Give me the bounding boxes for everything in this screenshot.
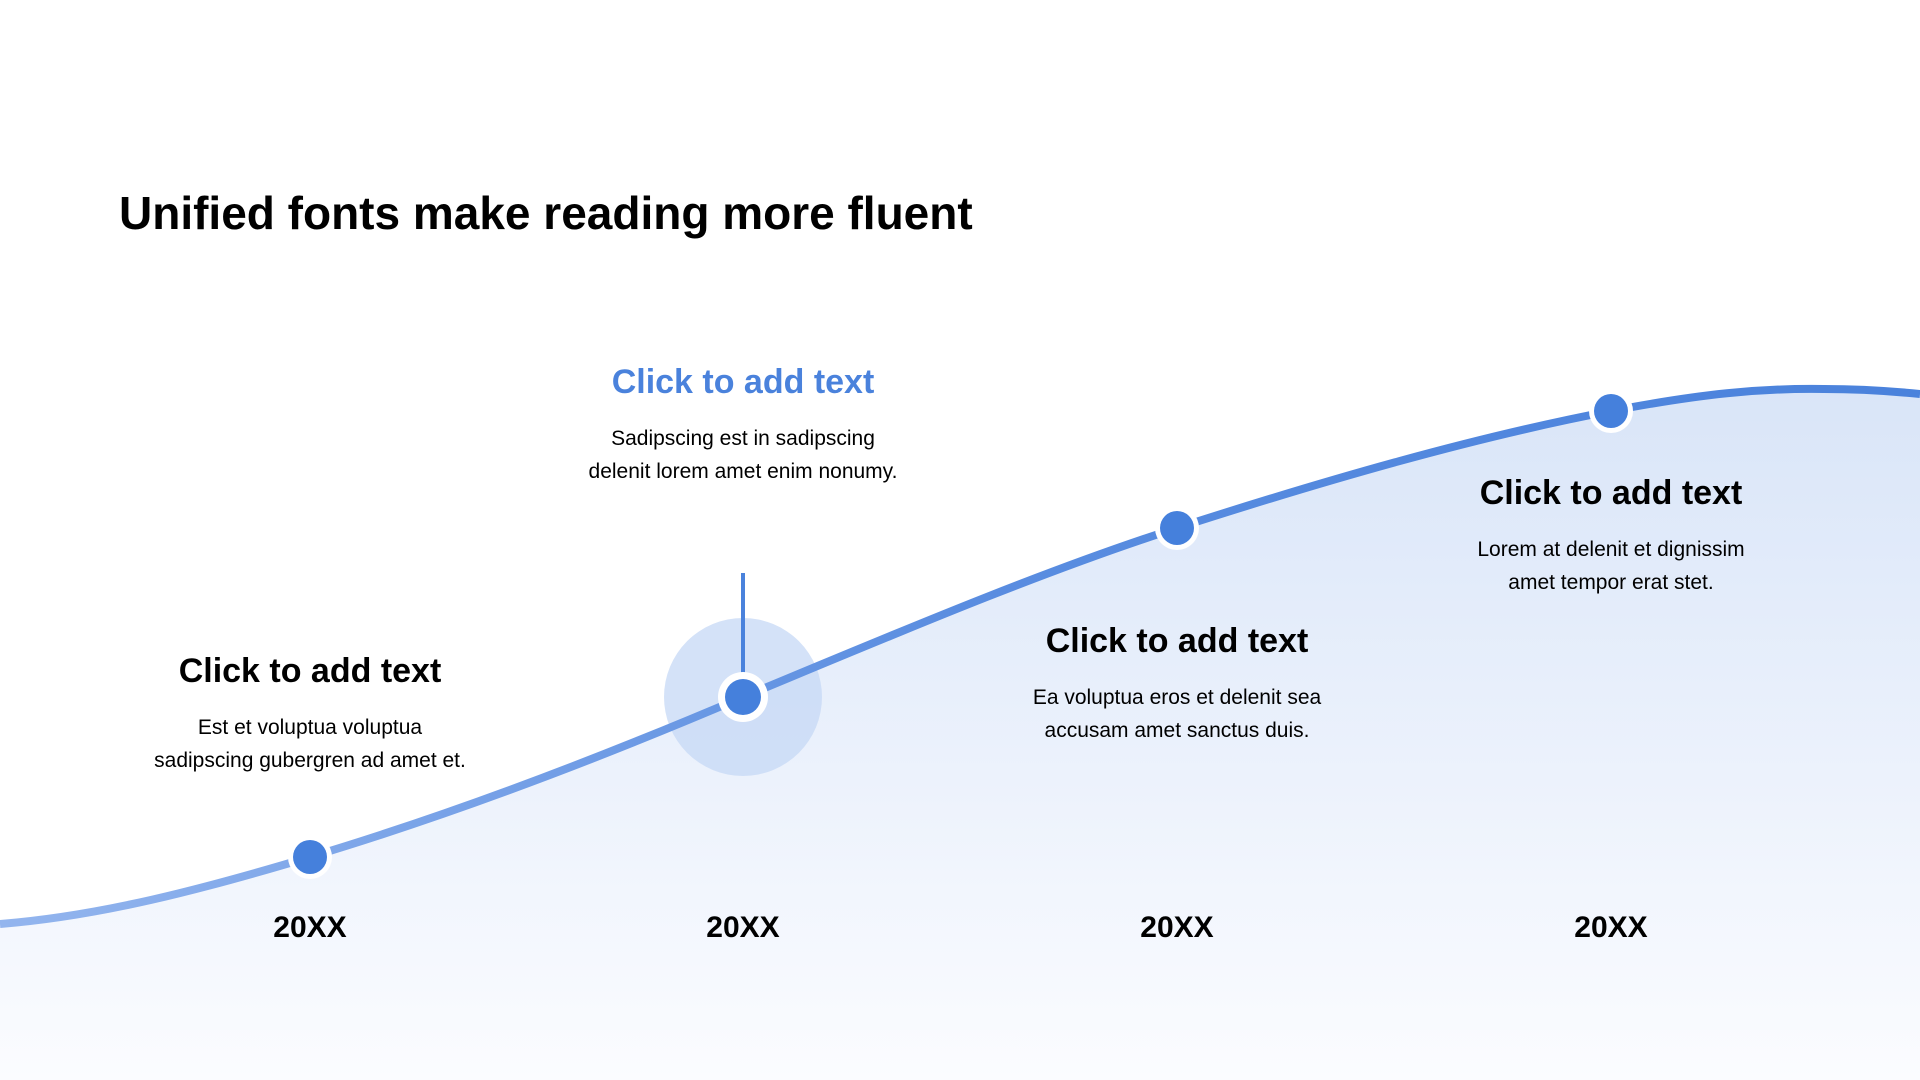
page-title: Unified fonts make reading more fluent [119,187,973,239]
milestone-heading: Click to add text [1479,474,1743,512]
milestone-dot[interactable] [288,835,332,879]
milestone-text-3[interactable]: Click to add text Ea voluptua eros et de… [917,622,1437,747]
milestone-text-1[interactable]: Click to add text Est et voluptua volupt… [50,652,570,777]
milestone-dot[interactable] [1589,389,1633,433]
milestone-year: 20XX [1140,911,1214,944]
milestone-dot[interactable] [718,672,768,722]
milestone-heading: Click to add text [1045,622,1309,660]
milestone-heading: Click to add text [178,652,442,690]
milestone-year: 20XX [706,911,780,944]
milestone-year: 20XX [273,911,347,944]
milestone-heading: Click to add text [611,363,875,401]
curve-area-fill [0,388,1920,1080]
milestone-year: 20XX [1574,911,1648,944]
milestone-dot[interactable] [1155,506,1199,550]
milestone-text-4[interactable]: Click to add text Lorem at delenit et di… [1351,474,1871,599]
milestone-text-2[interactable]: Click to add text Sadipscing est in sadi… [483,363,1003,488]
